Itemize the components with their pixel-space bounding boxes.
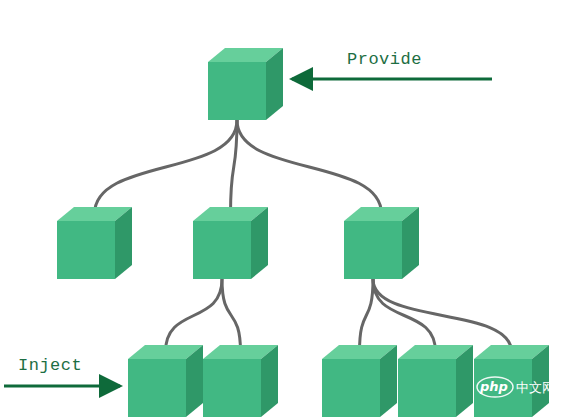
- cube-shape: [128, 345, 203, 417]
- cube-face: [208, 62, 266, 120]
- cube-node: [208, 48, 283, 120]
- cube-face: [57, 221, 115, 279]
- cube-face: [402, 207, 419, 279]
- watermark: 中文网: [516, 379, 555, 397]
- tree-connector: [166, 279, 223, 352]
- cube-node: [57, 207, 132, 279]
- cube-shape: [57, 207, 132, 279]
- cube-face: [380, 345, 397, 417]
- callout-label: Inject: [18, 356, 82, 375]
- cube-face: [261, 345, 278, 417]
- cube-face: [186, 345, 203, 417]
- tree-connector: [373, 279, 436, 352]
- cube-node: [398, 345, 473, 417]
- cube-node: [344, 207, 419, 279]
- provide-arrow: [292, 78, 492, 81]
- cube-shape: [203, 345, 278, 417]
- cube-face: [456, 345, 473, 417]
- watermark: php: [480, 379, 508, 394]
- cube-face: [203, 359, 261, 417]
- cube-face: [322, 359, 380, 417]
- cube-face: [251, 207, 268, 279]
- cube-face: [128, 359, 186, 417]
- cube-face: [115, 207, 132, 279]
- tree-connector: [222, 279, 241, 352]
- cube-shape: [398, 345, 473, 417]
- cube-node: [322, 345, 397, 417]
- tree-connector: [360, 279, 374, 352]
- cube-face: [398, 359, 456, 417]
- cube-face: [266, 48, 283, 120]
- cube-node: [128, 345, 203, 417]
- cube-face: [344, 221, 402, 279]
- tree-connector: [95, 120, 238, 214]
- inject-arrow: [4, 385, 120, 388]
- cube-node: [193, 207, 268, 279]
- cube-shape: [193, 207, 268, 279]
- tree-connector: [237, 120, 382, 214]
- cube-shape: [344, 207, 419, 279]
- cube-node: [203, 345, 278, 417]
- cube-face: [193, 221, 251, 279]
- tree-connector: [373, 279, 512, 352]
- cube-shape: [208, 48, 283, 120]
- cube-shape: [322, 345, 397, 417]
- callout-label: Provide: [347, 50, 422, 69]
- tree-connector: [231, 120, 238, 214]
